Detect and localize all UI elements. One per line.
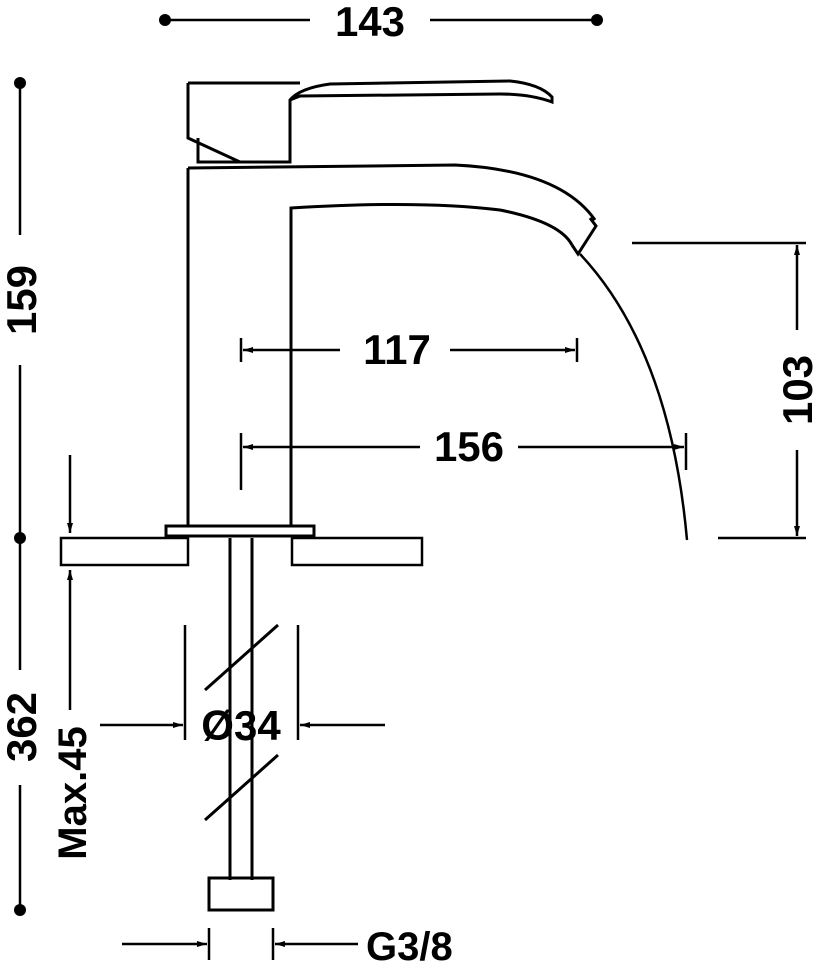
water-stream (579, 253, 689, 541)
dim-spout-height-label: 103 (774, 355, 816, 425)
dim-spout-height: 103 (632, 241, 816, 540)
dim-spout-reach-stream-label: 156 (434, 423, 504, 470)
dim-total-height-label: 159 (0, 265, 45, 335)
dim-spout-reach-inner: 117 (239, 326, 579, 373)
faucet-spout (186, 163, 597, 528)
base-plate (164, 524, 316, 538)
dim-hole-diameter-label: Ø34 (201, 702, 281, 749)
dim-counter-thickness-label: Max.45 (51, 726, 95, 859)
dim-below-counter-label: 362 (0, 692, 45, 762)
dim-total-height: 159 (0, 77, 45, 544)
dim-connection-thread-label: G3/8 (366, 925, 453, 967)
dim-top-width-label: 143 (335, 0, 405, 45)
dim-spout-reach-stream: 156 (239, 423, 688, 490)
dim-below-counter: 362 (0, 538, 45, 916)
connector-nut (207, 876, 275, 912)
dim-top-width: 143 (159, 0, 603, 45)
countertop-section (59, 536, 424, 567)
faucet-body (164, 79, 598, 538)
dim-hole-diameter: Ø34 (100, 625, 385, 749)
dim-counter-thickness: Max.45 (51, 455, 95, 860)
faucet-lever (186, 79, 554, 164)
dim-spout-reach-inner-label: 117 (363, 326, 431, 373)
dim-connection-thread: G3/8 (122, 925, 453, 967)
supply-shank (204, 538, 279, 912)
